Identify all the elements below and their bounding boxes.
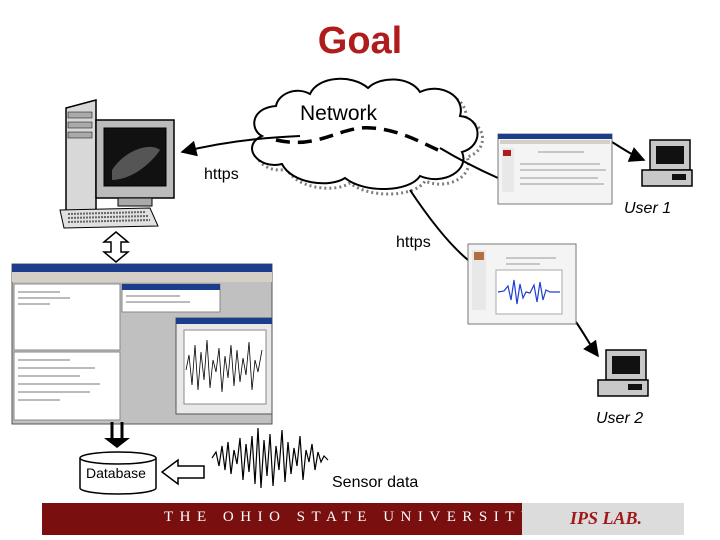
user2-computer [597,349,649,397]
footer-bar: THE OHIO STATE UNIVERSITY IPS LAB. [42,503,684,535]
university-name: THE OHIO STATE UNIVERSITY [164,509,539,525]
slide-title: Goal [317,20,403,62]
https-label-middle: https [396,234,431,251]
sensor-data-label: Sensor data [332,474,419,491]
network-label: Network [300,102,378,125]
database-cylinder [79,451,157,495]
arrow-to-user2 [575,321,599,358]
user1-webpage [497,133,613,205]
sensor-waveform [211,427,329,489]
server-screenshot-link [101,231,131,263]
screenshot-database-link [104,422,130,448]
sensor-to-database-arrow [160,458,205,486]
arrow-to-user1-page [439,147,499,179]
user2-label: User 2 [596,410,644,427]
user1-computer [641,139,693,187]
database-label: Database [86,465,146,481]
https-arrow-middle [409,189,469,261]
https-arrow-left [180,135,301,157]
arrow-to-user1 [611,141,646,162]
user2-webpage [467,243,577,325]
https-label-left: https [204,166,239,183]
desktop-screenshot [11,263,273,425]
server-computer [59,99,175,229]
lab-name: IPS LAB. [570,508,643,528]
lab-badge: IPS LAB. [522,503,684,535]
network-cloud [251,77,484,196]
user1-label: User 1 [624,200,672,217]
